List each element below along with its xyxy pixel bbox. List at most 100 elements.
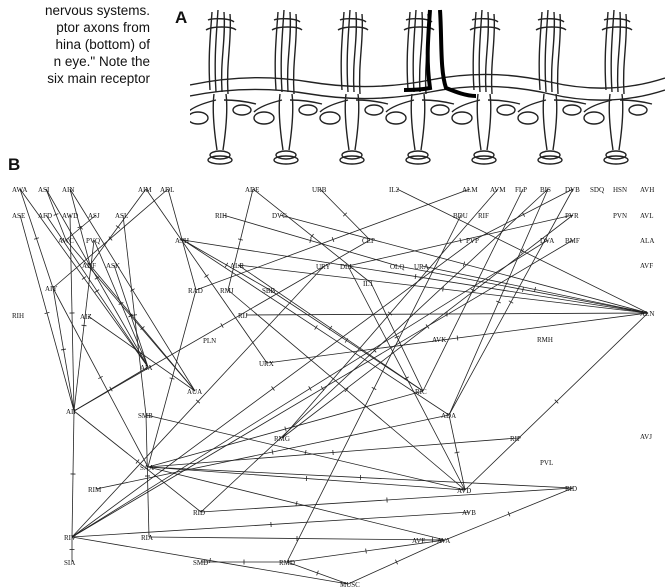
neuron-label: URX <box>259 360 274 368</box>
neuron-label: AIA <box>140 364 152 372</box>
neuron-label: PVP <box>466 237 479 245</box>
synapse-tick <box>460 238 461 243</box>
neuron-label: BMF <box>565 237 580 245</box>
neuron-label: RAD <box>188 287 203 295</box>
neuron-label: RMD <box>279 559 295 567</box>
neuron-label: ALR <box>230 262 244 270</box>
neuron-label: CEP <box>362 237 375 245</box>
neuron-label: AVK <box>432 336 446 344</box>
neuron-label: ADA <box>441 412 456 420</box>
synapse-tick <box>455 452 460 453</box>
neuron-label: SAA <box>140 464 154 472</box>
neuron-label: RIF <box>478 212 489 220</box>
neuron-label: RMH <box>537 336 553 344</box>
neuron-label: AVB <box>462 509 476 517</box>
neuron-label: RIH <box>12 312 24 320</box>
neuron-label: PVN <box>613 212 627 220</box>
synapse-tick <box>82 325 87 326</box>
panel-label-b: B <box>8 155 20 175</box>
synapse-tick <box>130 289 134 292</box>
neuron-label: RIM <box>88 486 102 494</box>
synapse-tick <box>305 450 306 455</box>
synapse-tick <box>272 450 273 455</box>
neuron-label: PLN <box>203 337 216 345</box>
synapse-tick <box>272 386 275 390</box>
neuron-label: ADF <box>82 262 96 270</box>
synapse-tick <box>116 226 120 229</box>
neuron-label: SBB <box>262 287 276 295</box>
synapse-tick <box>315 325 318 329</box>
neuron-label: RMJ <box>220 287 234 295</box>
caption-line: nervous systems. <box>0 2 150 19</box>
neuron-label: AVA <box>437 537 450 545</box>
caption-line: hina (bottom) of <box>0 36 150 53</box>
neuron-label: ALN <box>640 310 654 318</box>
synapse-tick <box>366 549 367 554</box>
neuron-label: RID <box>193 509 205 517</box>
neuron-label: RIH <box>215 212 227 220</box>
neuron-label: AWC <box>58 237 74 245</box>
caption-text: nervous systems. ptor axons from hina (b… <box>0 2 150 87</box>
neuron-label: PVL <box>540 459 553 467</box>
neuron-label: AVE <box>412 537 425 545</box>
neuron-label: SMB <box>138 412 153 420</box>
neuron-label: ADL <box>160 186 174 194</box>
neuron-label: ASE <box>12 212 25 220</box>
neuron-label: RIC <box>415 388 427 396</box>
neuron-label: HSN <box>613 186 627 194</box>
neuron-label: ASK <box>106 262 120 270</box>
neuron-label: ALA <box>640 237 654 245</box>
neuron-label: ASI <box>38 186 50 194</box>
neuron-label: SDQ <box>590 186 604 194</box>
neuron-label: PVR <box>565 212 579 220</box>
neuron-label: RIP <box>510 435 521 443</box>
neuron-label: AUA <box>187 388 202 396</box>
synapse-tick <box>221 323 224 327</box>
caption-line: ptor axons from <box>0 19 150 36</box>
neuron-label: AII <box>66 408 76 416</box>
synapse-tick <box>82 277 86 280</box>
synapse-tick <box>509 301 513 303</box>
neuron-label: RIV <box>64 534 76 542</box>
synapse-tick <box>534 287 535 292</box>
neuron-label: MUSC <box>340 581 360 588</box>
neuron-label: SIA <box>64 559 75 567</box>
neuron-label: URB <box>312 186 327 194</box>
neuron-label: ASL <box>115 212 128 220</box>
synapse-tick <box>415 274 416 279</box>
neuron-label: AVJ <box>640 433 652 441</box>
panel-label-a: A <box>175 8 187 28</box>
neuron-label: URA <box>414 263 429 271</box>
neuron-label: AFD <box>38 212 52 220</box>
synapse-tick <box>95 290 99 293</box>
neuron-label: AVL <box>640 212 653 220</box>
synapse-tick <box>61 349 66 350</box>
neuron-label: RIA <box>141 534 153 542</box>
neuron-label: ASH <box>175 237 189 245</box>
neuron-label: IL1 <box>363 280 374 288</box>
neuron-label: AIZ <box>80 313 92 321</box>
neuron-label: DLL <box>340 263 354 271</box>
neuron-label: OLQ <box>390 263 404 271</box>
neuron-label: AVD <box>457 487 471 495</box>
neuron-label: RIJ <box>238 312 248 320</box>
synapse-tick <box>457 336 458 341</box>
neuron-label: DVB <box>565 186 580 194</box>
synapse-tick <box>309 386 312 390</box>
neuron-label: AIY <box>45 285 57 293</box>
neuron-label: ADE <box>245 186 259 194</box>
synapse-tick <box>225 263 227 267</box>
neuron-label: ALM <box>462 186 478 194</box>
neuron-label: RMG <box>274 435 290 443</box>
synapse-tick <box>523 287 524 292</box>
neuron-label: PVQ <box>86 237 100 245</box>
neuron-label: ASJ <box>88 212 100 220</box>
synapse-tick <box>204 275 208 278</box>
neuron-label: URY <box>316 263 330 271</box>
sensilla-illustration <box>190 0 665 172</box>
synapse-tick <box>321 386 324 390</box>
neuron-label: AIM <box>138 186 152 194</box>
neuron-label: DVC <box>272 212 287 220</box>
neuron-label: BDU <box>453 212 468 220</box>
